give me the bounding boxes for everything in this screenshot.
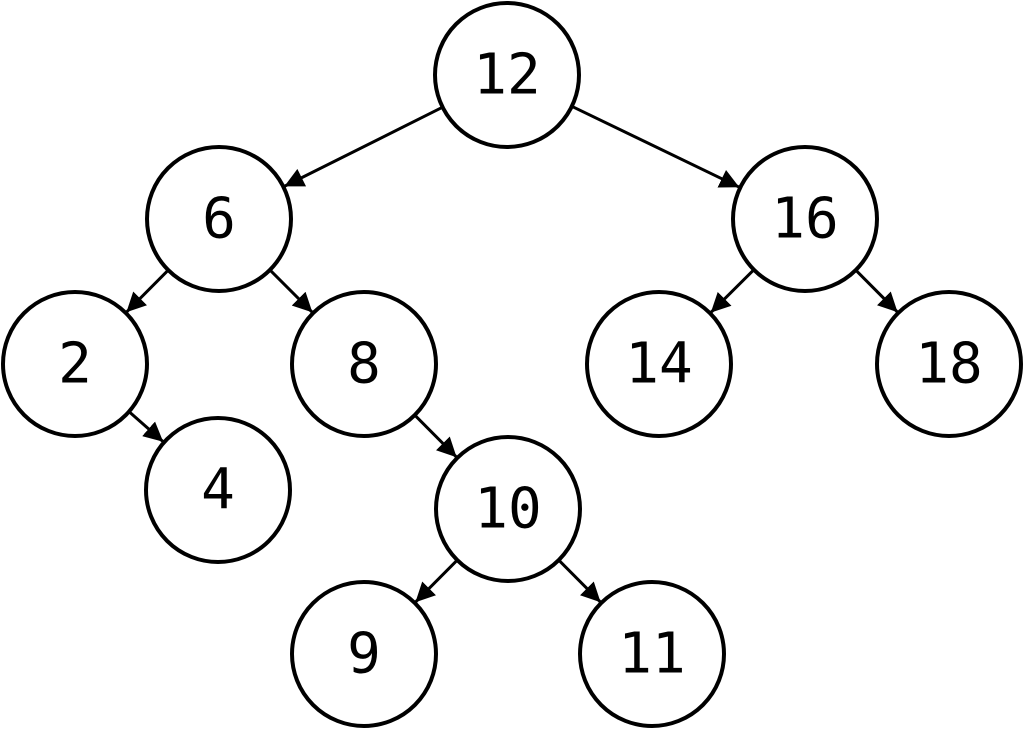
node-label: 4: [201, 458, 235, 523]
edge-arrow-6-to-2: [125, 269, 170, 314]
tree-node-16: 16: [731, 145, 879, 293]
tree-node-12: 12: [433, 1, 581, 149]
node-circle: [434, 435, 582, 583]
node-label: 9: [347, 622, 381, 687]
node-circle: [144, 416, 292, 564]
tree-node-9: 9: [290, 580, 438, 728]
node-circle: [290, 290, 438, 438]
node-label: 6: [202, 187, 236, 252]
node-circle: [433, 1, 581, 149]
edge-arrow-12-to-6: [283, 105, 444, 188]
node-label: 2: [58, 332, 92, 397]
node-label: 11: [618, 622, 685, 687]
edge-arrow-8-to-10: [413, 414, 458, 459]
tree-node-6: 6: [145, 145, 293, 293]
node-label: 10: [474, 477, 541, 542]
node-label: 16: [771, 187, 838, 252]
node-label: 8: [347, 332, 381, 397]
node-label: 12: [473, 43, 540, 108]
tree-node-18: 18: [875, 290, 1023, 438]
edge-arrow-6-to-8: [268, 268, 314, 314]
node-label: 18: [915, 332, 982, 397]
node-circle: [290, 580, 438, 728]
edge-arrow-16-to-14: [709, 268, 755, 314]
node-circle: [585, 290, 733, 438]
tree-node-10: 10: [434, 435, 582, 583]
node-circle: [1, 290, 149, 438]
edge-arrow-12-to-16: [571, 104, 740, 189]
node-circle: [145, 145, 293, 293]
edge-arrow-10-to-9: [414, 559, 459, 604]
tree-node-2: 2: [1, 290, 149, 438]
edges-layer: [125, 104, 899, 604]
node-label: 14: [625, 332, 692, 397]
edge-arrow-16-to-18: [854, 269, 899, 314]
tree-node-8: 8: [290, 290, 438, 438]
edge-arrow-10-to-11: [557, 559, 602, 604]
node-circle: [875, 290, 1023, 438]
tree-node-11: 11: [578, 580, 726, 728]
tree-node-4: 4: [144, 416, 292, 564]
edge-arrow-2-to-4: [128, 410, 165, 443]
tree-node-14: 14: [585, 290, 733, 438]
node-circle: [731, 145, 879, 293]
node-circle: [578, 580, 726, 728]
